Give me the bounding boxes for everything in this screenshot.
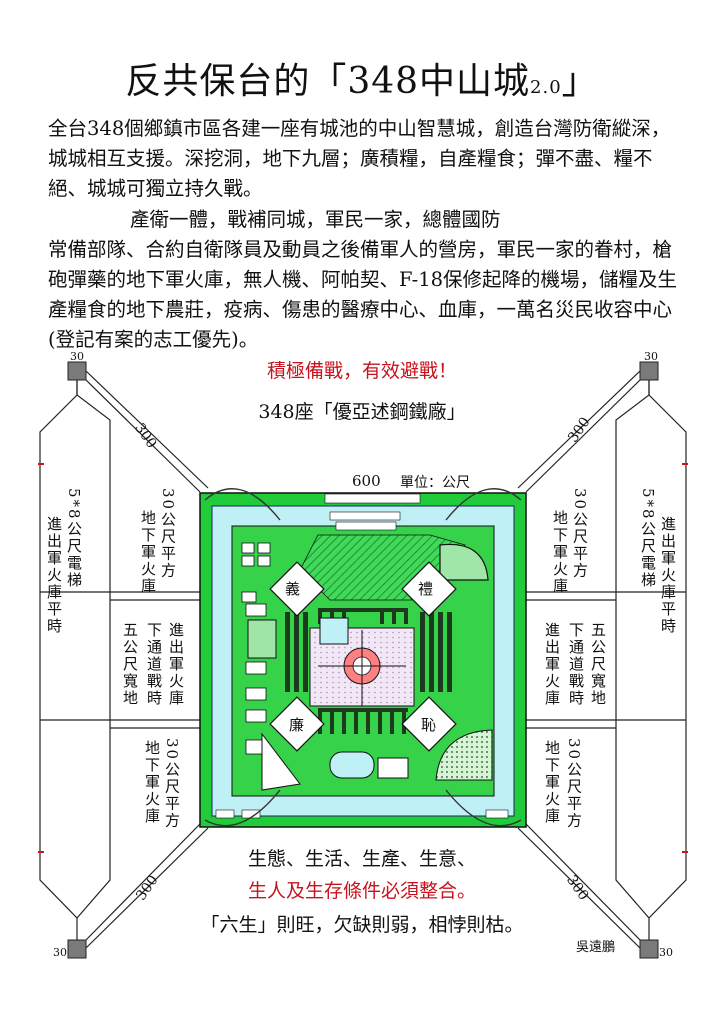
corner-tower-nw: [67, 361, 87, 381]
intro-paragraph: 全台348個鄉鎮市區各建一座有城池的中山智慧城，創造台灣防衛縱深，城城相互支援。…: [48, 117, 671, 200]
tick-marks: [38, 463, 688, 853]
gate-char-sw: 廉: [289, 716, 305, 734]
diagram-subtitle: 348座「優亞述鋼鐵廠」: [258, 401, 466, 423]
bottom-line-2: 生人及生存條件必須整合。: [247, 880, 476, 902]
corner-tower-sw: [67, 939, 87, 959]
armory-label-nw: 地下軍火庫: [139, 510, 157, 595]
armory-size-se: 30公尺平方: [565, 738, 583, 830]
armory-size-nw: 30公尺平方: [159, 488, 177, 580]
armory-label-sw: 地下軍火庫: [143, 740, 161, 825]
bottom-line-3: 「六生」則旺，欠缺則弱，相悖則枯。: [200, 914, 524, 936]
armory-label-ne: 地下軍火庫: [551, 510, 569, 595]
tunnel-label-left-b: 下通道戰時: [145, 622, 163, 707]
armory-size-sw: 30公尺平方: [163, 738, 181, 830]
roads: [204, 488, 522, 827]
elevator-label-left-2: 進出軍火庫平時: [45, 516, 63, 635]
left-buildings: [241, 542, 271, 755]
tunnel-label-right-c: 五公尺寬地: [589, 622, 607, 707]
dotted-field: [435, 729, 493, 781]
tunnel-label-right-a: 進出軍火庫: [543, 622, 561, 707]
tunnel-label-left-a: 進出軍火庫: [167, 622, 185, 707]
tunnel-label-left-c: 五公尺寬地: [121, 622, 139, 707]
arena: [439, 543, 489, 581]
corner-tower-ne: [639, 361, 659, 381]
concept-heading: 產衛一體，戰補同城，軍民一家，總體國防: [130, 208, 501, 231]
pool: [319, 617, 349, 645]
right-rows: [420, 612, 452, 692]
corner-label-se: 30: [659, 946, 673, 959]
gate-char-nw: 義: [285, 580, 301, 598]
elevator-label-left: 5*8公尺電梯: [65, 488, 83, 589]
corner-gates: [269, 561, 457, 752]
outer-frame-lines: [39, 370, 687, 949]
corner-label-nw: 30: [70, 350, 84, 363]
concept-body: 常備部隊、合約自衛隊員及動員之後備軍人的營房，軍民一家的眷村，槍砲彈藥的地下軍火…: [48, 238, 678, 351]
armory-label-se: 地下軍火庫: [543, 740, 561, 825]
armory-size-ne: 30公尺平方: [571, 488, 589, 580]
bottom-line-1: 生態、生活、生產、生意、: [247, 848, 476, 870]
slogan: 積極備戰，有效避戰！: [266, 360, 457, 382]
lake: [329, 751, 375, 779]
width-label: 600: [352, 472, 381, 490]
author-signature: 吳遠鵬: [576, 940, 616, 955]
concept-paragraph: 產衛一體，戰補同城，軍民一家，總體國防 常備部隊、合約自衛隊員及動員之後備軍人的…: [48, 205, 688, 355]
corner-label-ne: 30: [644, 350, 658, 363]
corner-label-sw: 30: [53, 946, 67, 959]
unit-label: 單位：公尺: [400, 475, 470, 491]
wedge: [261, 732, 301, 791]
corner-tower-se: [639, 939, 659, 959]
elevator-label-right-2: 進出軍火庫平時: [659, 516, 677, 635]
sports-field: [247, 619, 277, 659]
gate-char-se: 恥: [421, 716, 437, 734]
tunnel-label-right-b: 下通道戰時: [567, 622, 585, 707]
page-title: 反共保台的「348中山城2.0」: [125, 61, 599, 102]
gate-char-ne: 禮: [418, 580, 434, 598]
elevator-label-right: 5*8公尺電梯: [639, 488, 657, 589]
left-rows: [285, 612, 308, 692]
